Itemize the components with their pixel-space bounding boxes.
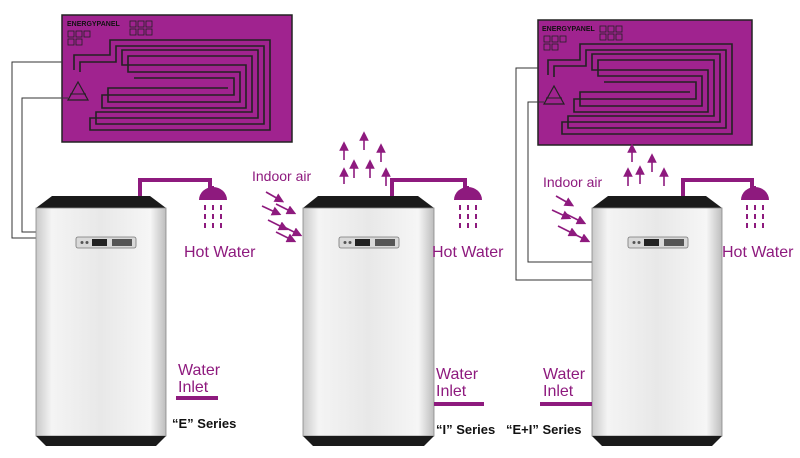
water-inlet-line2: Inlet bbox=[436, 383, 467, 400]
rising-air-arrows-icon bbox=[623, 143, 669, 186]
i-series-system bbox=[302, 178, 467, 446]
hot-water-label-i: Hot Water bbox=[432, 244, 504, 261]
water-inlet-line1: Water bbox=[543, 366, 586, 383]
shower-head-icon bbox=[741, 186, 769, 228]
water-inlet-line2: Inlet bbox=[178, 379, 209, 396]
series-label-e: “E” Series bbox=[172, 416, 237, 431]
water-inlet-label-i: Water Inlet bbox=[436, 366, 478, 400]
hot-water-label-ei: Hot Water bbox=[722, 244, 794, 261]
water-tank-i bbox=[302, 196, 435, 446]
shower-head-icon bbox=[454, 186, 482, 228]
air-flow-arrows-icon bbox=[551, 195, 591, 243]
panel-brand-left: ENERGYPANEL bbox=[67, 21, 120, 28]
indoor-air-label-ei: Indoor air bbox=[543, 174, 603, 190]
water-inlet-label-e: Water Inlet bbox=[178, 362, 220, 396]
panel-brand-right: ENERGYPANEL bbox=[542, 26, 595, 33]
water-inlet-line1: Water bbox=[178, 362, 221, 379]
water-inlet-line1: Water bbox=[436, 366, 479, 383]
series-label-i: “I” Series bbox=[436, 422, 496, 437]
air-flow-arrows-icon bbox=[261, 191, 303, 243]
water-tank-e bbox=[35, 196, 167, 446]
e-series-system: ENERGYPANEL bbox=[11, 14, 293, 446]
energy-panel-right: ENERGYPANEL bbox=[537, 19, 753, 146]
series-label-ei: “E+I” Series bbox=[506, 422, 582, 437]
water-inlet-label-ei: Water Inlet bbox=[543, 366, 585, 400]
energy-panel-left: ENERGYPANEL bbox=[61, 14, 293, 143]
indoor-air-label-i: Indoor air bbox=[252, 168, 312, 184]
shower-head-icon bbox=[199, 186, 227, 228]
water-tank-ei bbox=[591, 196, 723, 446]
ei-series-system: ENERGYPANEL bbox=[515, 19, 754, 446]
hot-water-label-e: Hot Water bbox=[184, 244, 256, 261]
rising-air-arrows-icon bbox=[339, 131, 391, 186]
water-inlet-line2: Inlet bbox=[543, 383, 574, 400]
